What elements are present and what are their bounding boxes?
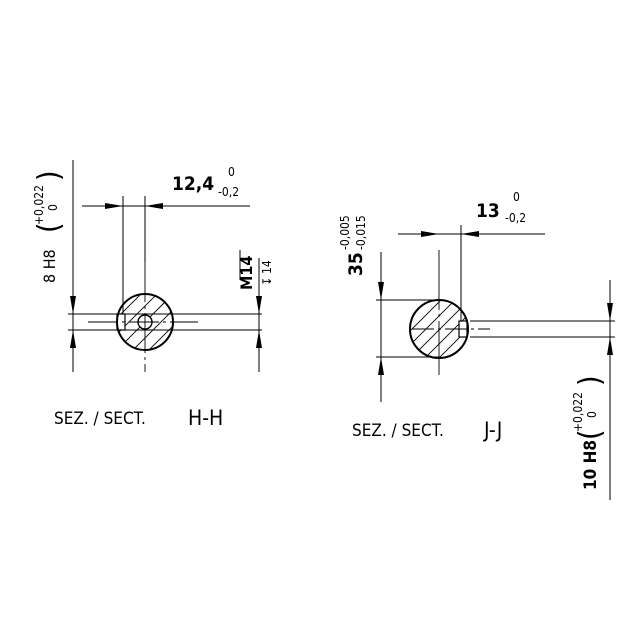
section-h-bore-value: 8 H8 xyxy=(40,249,59,283)
section-h-hatch xyxy=(117,294,173,350)
section-h-label-letters: H-H xyxy=(188,406,223,430)
section-j-diameter-tol-lower: -0,015 xyxy=(354,215,368,250)
section-j-bore-dim-group: 10 H8 ( +0,022 0 ) xyxy=(571,375,608,490)
section-h-bore-dim-group: 8 H8 ( +0,022 0 ) xyxy=(32,170,67,283)
section-j-diameter-value: 35 xyxy=(345,252,367,276)
paren-close: ) xyxy=(573,375,608,386)
section-h-bore-tol-upper: +0,022 xyxy=(32,185,46,225)
section-h-bore-tol-lower: 0 xyxy=(46,204,60,211)
section-j-width-value: 13 xyxy=(476,200,500,222)
section-j-bore-tol-upper: +0,022 xyxy=(571,392,585,432)
section-h-view: 12,4 0 -0,2 8 H8 ( +0,022 0 ) M14 ↧ 14 S… xyxy=(32,160,274,430)
paren-open: ( xyxy=(573,429,608,440)
section-j-diameter-tol-upper: -0,005 xyxy=(338,215,352,250)
paren-open: ( xyxy=(32,222,67,233)
depth-symbol: ↧ xyxy=(260,277,274,286)
section-h-thread-group: M14 ↧ 14 xyxy=(237,256,274,290)
section-j-bore-value: 10 H8 xyxy=(581,440,601,490)
section-h-thread-depth: 14 xyxy=(260,260,274,274)
section-j-view: 13 0 -0,2 35 -0,005 -0,015 10 H8 ( +0,02… xyxy=(338,190,615,500)
paren-close: ) xyxy=(32,170,67,181)
section-j-bore-tol-lower: 0 xyxy=(585,411,599,418)
section-j-width-tol-lower: -0,2 xyxy=(505,211,526,225)
section-j-diameter-group: 35 -0,005 -0,015 xyxy=(338,215,368,276)
section-h-label-prefix: SEZ. / SECT. xyxy=(54,409,146,429)
section-h-width-value: 12,4 xyxy=(172,173,214,195)
section-j-hatch xyxy=(410,300,468,358)
section-j-label-prefix: SEZ. / SECT. xyxy=(352,421,444,441)
section-h-thread-value: M14 xyxy=(237,256,256,290)
section-h-width-tol-upper: 0 xyxy=(228,165,235,179)
section-j-width-tol-upper: 0 xyxy=(513,190,520,204)
section-j-label-letters: J-J xyxy=(483,418,502,442)
section-h-width-tol-lower: -0,2 xyxy=(218,185,239,199)
